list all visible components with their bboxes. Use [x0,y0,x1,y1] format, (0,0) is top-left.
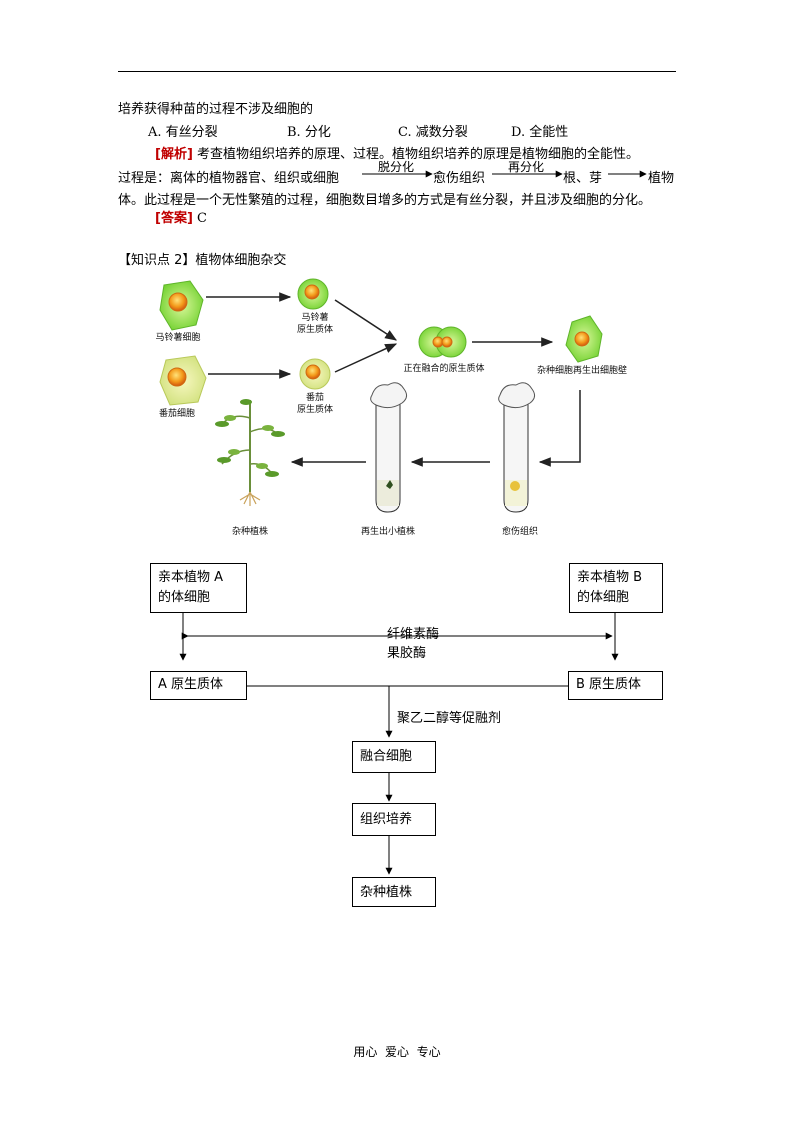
page-footer: 用心 爱心 专心 [353,1045,441,1059]
parent-b-box: 亲本植物 B 的体细胞 [569,563,663,613]
option-d: D. 全能性 [511,125,569,140]
plantlet-test-tube-icon [370,382,408,513]
proto-b-box: B 原生质体 [568,671,663,700]
answer-tag: [答案] [155,211,193,226]
hybrid-cell-icon [565,315,603,363]
caption-hybrid-cell: 杂种细胞再生出细胞壁 [536,366,627,376]
process-mid2: 根、芽 [563,171,603,186]
arrow2-label: 再分化 [508,160,545,174]
parent-b-line2: 的体细胞 [577,590,630,605]
option-b: B. 分化 [287,125,331,140]
process-mid1: 愈伤组织 [433,171,486,186]
caption-hybrid-plant: 杂种植株 [231,527,268,537]
tissue-culture-box: 组织培养 [352,803,436,836]
fusing-protoplasts-icon [418,326,467,358]
parent-a-line1: 亲本植物 A [158,570,224,585]
potato-protoplast-icon [297,278,329,310]
enzyme-pectinase: 果胶酶 [387,646,427,661]
parent-a-box: 亲本植物 A 的体细胞 [150,563,247,613]
hybrid-plant-box: 杂种植株 [352,877,436,907]
callus-test-tube-icon [498,382,536,513]
proto-a-box: A 原生质体 [150,671,247,700]
caption-potato-protoplast-line1: 马铃薯 [301,313,329,323]
analysis-text: 考查植物组织培养的原理、过程。植物组织培养的原理是植物细胞的全能性。 [197,147,640,162]
caption-tomato-protoplast-line1: 番茄 [305,393,324,403]
process-end: 植物 [648,171,675,186]
caption-callus: 愈伤组织 [501,527,538,537]
hybrid-plant-icon [215,399,285,506]
parent-a-line2: 的体细胞 [158,590,211,605]
process-prefix: 过程是：离体的植物器官、组织或细胞 [118,171,340,186]
question-stem: 培养获得种苗的过程不涉及细胞的 [118,102,314,117]
option-a: A. 有丝分裂 [148,125,218,140]
tomato-protoplast-icon [299,358,331,390]
section-title: 【知识点 2】植物体细胞杂交 [118,253,287,268]
fused-cell-box: 融合细胞 [352,741,436,773]
fusion-agent: 聚乙二醇等促融剂 [397,711,502,726]
answer-line: [答案] C [155,207,207,226]
answer-value: C [197,211,207,226]
caption-fusing: 正在融合的原生质体 [403,364,485,374]
caption-tomato-protoplast-line2: 原生质体 [296,405,333,415]
header-rule [118,71,676,72]
arrow1-label: 脱分化 [378,160,415,174]
parent-b-line1: 亲本植物 B [577,570,643,585]
caption-potato-protoplast-line2: 原生质体 [296,325,333,335]
process-line3: 体。此过程是一个无性繁殖的过程，细胞数目增多的方式是有丝分裂，并且涉及细胞的分化… [118,193,652,208]
caption-tomato-protoplast: 番茄 原生质体 [290,392,340,416]
analysis-tag: [解析] [155,147,193,162]
enzyme-cellulase: 纤维素酶 [387,627,440,642]
option-c: C. 减数分裂 [398,125,468,140]
caption-plantlet: 再生出小植株 [360,527,415,537]
potato-cell-icon [159,280,204,331]
analysis-line: [解析] 考查植物组织培养的原理、过程。植物组织培养的原理是植物细胞的全能性。 [155,143,639,162]
tomato-cell-icon [159,355,207,406]
caption-potato-cell: 马铃薯细胞 [155,333,201,343]
caption-tomato-cell: 番茄细胞 [158,409,195,419]
caption-potato-protoplast: 马铃薯 原生质体 [290,312,340,336]
